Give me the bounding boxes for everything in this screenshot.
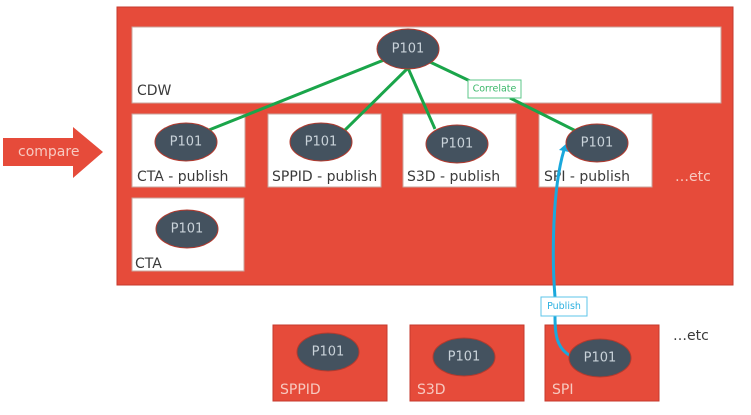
correlate-edge-spi-b — [509, 96, 577, 133]
compare-arrow-label: compare — [18, 144, 79, 160]
correlate-edge-s3d — [406, 67, 437, 130]
node-shape — [155, 209, 219, 249]
correlate-edge-spi-a — [429, 60, 471, 83]
correlate-label-box — [467, 79, 522, 99]
node-label: P101 — [392, 42, 425, 57]
publish-box-label: SPI - publish — [544, 169, 630, 185]
correlate-edge-sppid — [343, 66, 410, 132]
node-label: P101 — [312, 345, 345, 360]
publish-label: Publish — [540, 296, 588, 317]
cta-box-label: CTA — [135, 256, 162, 272]
correlate-label: Correlate — [467, 79, 522, 99]
node-label: P101 — [448, 350, 481, 365]
publish-box-label: SPPID - publish — [272, 169, 377, 185]
node-label: P101 — [305, 135, 338, 150]
correlate-label-text: Correlate — [473, 84, 517, 95]
cdw-label: CDW — [137, 83, 172, 99]
node-label: P101 — [171, 222, 204, 237]
compare-arrow-shape — [3, 127, 103, 178]
node-shape — [296, 332, 360, 372]
node-label: P101 — [441, 137, 474, 152]
node-s3d[interactable]: P101 — [432, 337, 496, 377]
node-spi-publish[interactable]: P101 — [565, 123, 629, 163]
node-cta[interactable]: P101 — [155, 209, 219, 249]
publish-label-text: Publish — [547, 301, 581, 312]
source-box-label: S3D — [417, 382, 446, 398]
node-label: P101 — [581, 136, 614, 151]
node-shape — [565, 123, 629, 163]
node-label: P101 — [584, 351, 617, 366]
node-spi[interactable]: P101 — [568, 338, 632, 378]
publish-label-box — [540, 296, 588, 317]
compare-arrow: compare — [3, 127, 103, 178]
correlate-edge-cta — [208, 58, 385, 132]
node-shape — [425, 124, 489, 164]
outer-etc-label: …etc — [673, 328, 709, 344]
node-shape — [154, 122, 218, 162]
publish-box-label: CTA - publish — [137, 169, 228, 185]
node-shape — [289, 122, 353, 162]
source-box-label: SPPID — [280, 382, 321, 398]
node-sppid-publish[interactable]: P101 — [289, 122, 353, 162]
node-shape — [568, 338, 632, 378]
source-box-label: SPI — [552, 382, 573, 398]
cdw-box: CDW — [131, 26, 722, 104]
node-sppid[interactable]: P101 — [296, 332, 360, 372]
publish-edge — [551, 149, 572, 358]
node-shape — [376, 28, 440, 70]
inner-etc-label: …etc — [675, 169, 711, 185]
node-shape — [432, 337, 496, 377]
node-s3d-publish[interactable]: P101 — [425, 124, 489, 164]
node-cdw[interactable]: P101 — [376, 28, 440, 70]
node-cta-publish[interactable]: P101 — [154, 122, 218, 162]
publish-box-label: S3D - publish — [407, 169, 500, 185]
correlate-edges — [208, 58, 577, 133]
node-label: P101 — [170, 135, 203, 150]
